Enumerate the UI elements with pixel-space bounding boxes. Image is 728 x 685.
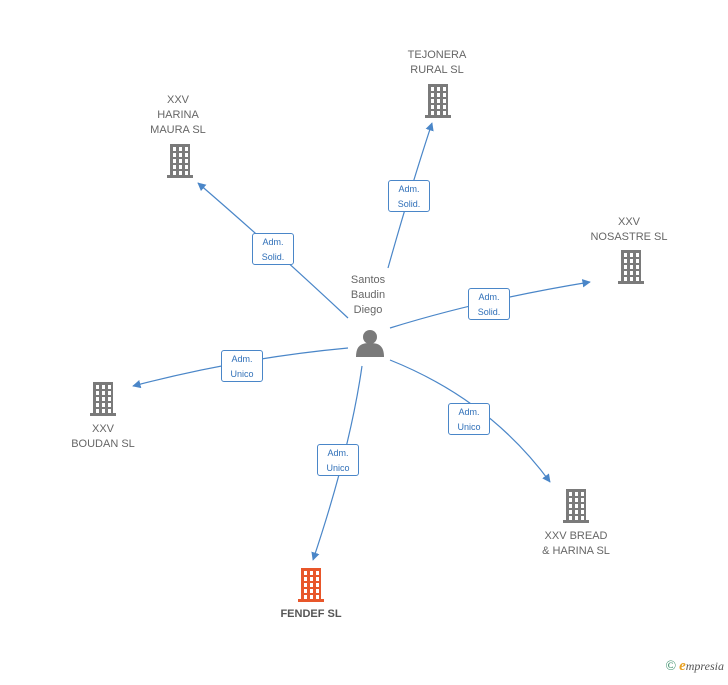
person-name-label: Santos Baudin Diego bbox=[350, 274, 386, 316]
edge-role-badge-boudan: Adm. Unico bbox=[221, 350, 263, 382]
building-icon bbox=[425, 84, 451, 118]
building-icon bbox=[618, 250, 644, 284]
company-label-harina-maura[interactable]: XXV HARINA MAURA SL bbox=[150, 94, 206, 136]
building-icon bbox=[563, 489, 589, 523]
edge-role-badge-tejonera: Adm. Solid. bbox=[388, 180, 430, 212]
copyright-symbol: © bbox=[665, 659, 677, 674]
edge-role-badge-nosastre: Adm. Solid. bbox=[468, 288, 510, 320]
brand-name: mpresia bbox=[685, 659, 724, 673]
person-icon bbox=[356, 330, 384, 357]
company-label-nosastre[interactable]: XXV NOSASTRE SL bbox=[590, 216, 668, 243]
company-label-tejonera[interactable]: TEJONERA RURAL SL bbox=[407, 49, 467, 76]
company-label-boudan[interactable]: XXV BOUDAN SL bbox=[71, 423, 135, 450]
edge-role-badge-bread-harina: Adm. Unico bbox=[448, 403, 490, 435]
edge-role-badge-fendef: Adm. Unico bbox=[317, 444, 359, 476]
company-label-bread-harina[interactable]: XXV BREAD & HARINA SL bbox=[542, 530, 610, 557]
brand-watermark: © empresia bbox=[665, 658, 724, 675]
edges-layer bbox=[132, 122, 591, 561]
company-label-fendef[interactable]: FENDEF SL bbox=[280, 608, 342, 620]
icons-layer bbox=[90, 84, 644, 602]
brand-logo-e: e bbox=[679, 658, 686, 674]
building-icon bbox=[298, 568, 324, 602]
building-icon bbox=[167, 144, 193, 178]
edge-role-badge-harina-maura: Adm. Solid. bbox=[252, 233, 294, 265]
building-icon bbox=[90, 382, 116, 416]
